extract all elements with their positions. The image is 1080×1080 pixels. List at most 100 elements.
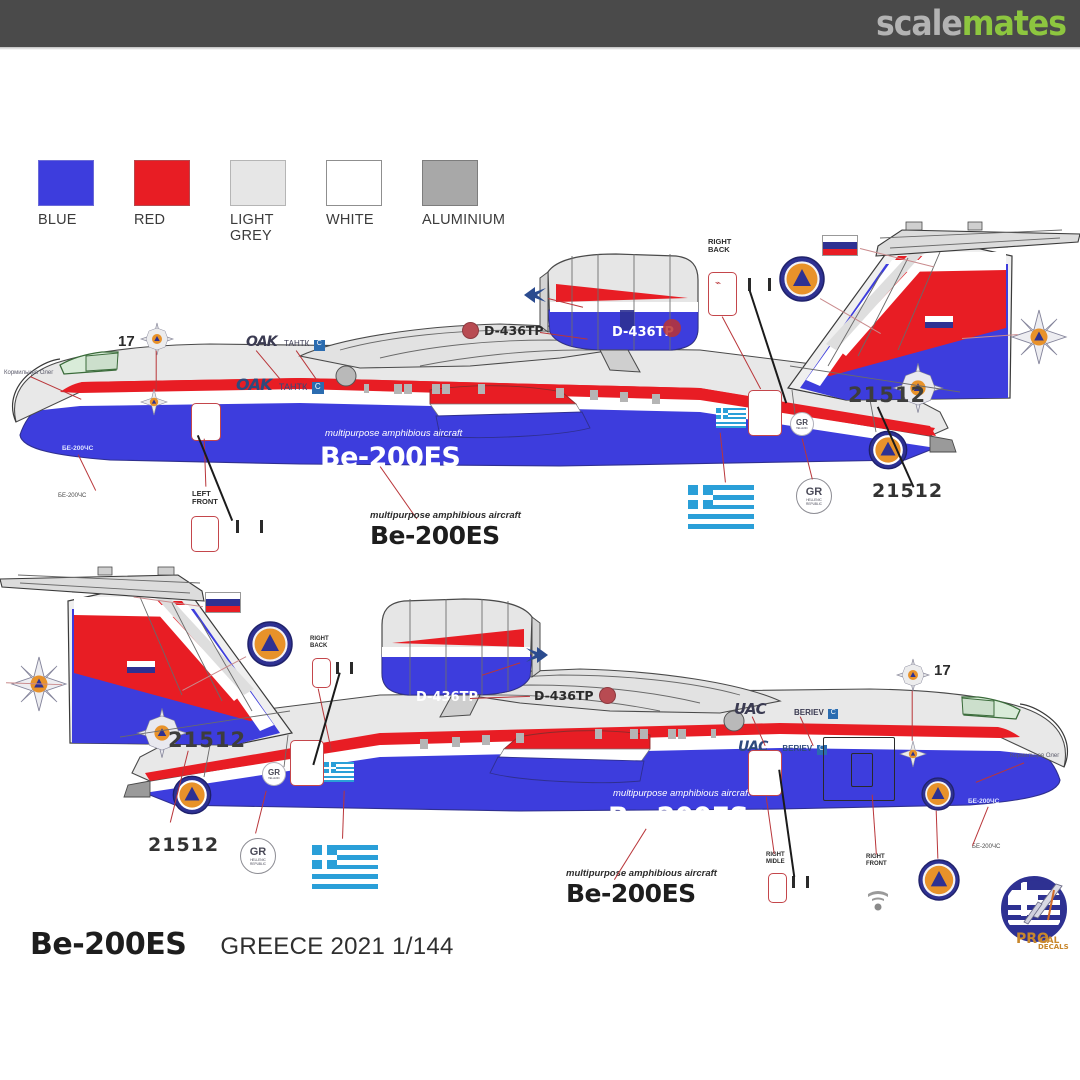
legend-label-light-grey: LIGHT GREY	[230, 212, 274, 245]
sheet-title-block: Be-200ES GREECE 2021 1/144	[30, 927, 454, 962]
nose-note-decal-upper: БЕ-200ЧС	[58, 493, 87, 499]
model-subtitle-on-hull-upper: multipurpose amphibious aircraft	[325, 428, 463, 439]
panel-line-rear	[789, 365, 961, 393]
nose-outline	[12, 358, 61, 423]
engine-decal-upper[interactable]: D-436TP	[462, 322, 544, 339]
aircraft-profile-starboard	[0, 505, 1080, 845]
scalemates-logo[interactable]: scalemates	[876, 4, 1067, 44]
greek-flag-decal-upper[interactable]	[688, 485, 754, 529]
label-right-back-lower: RIGHT BACK	[310, 636, 329, 649]
beriev-arrow-decal-lower[interactable]	[524, 646, 550, 664]
tail-ventral	[929, 435, 957, 453]
tick-rm-lower-2	[806, 876, 809, 888]
gr-decal-sheet-upper[interactable]: GR HELLENIC REPUBLIC	[796, 478, 832, 514]
vertical-tail-port	[786, 221, 1080, 470]
label-right-back-upper: RIGHT BACK	[708, 237, 732, 255]
header-shadow	[0, 47, 1080, 50]
engine-decal-emblem-lower	[598, 687, 616, 704]
registration-decal-lower[interactable]: 21512	[148, 834, 220, 856]
roundel-emercom-onnose-lower	[921, 777, 955, 811]
svg-text:PRO: PRO	[1016, 931, 1049, 947]
swatch-white	[326, 160, 382, 206]
model-name-decal-upper[interactable]: multipurpose amphibious aircraft Be-200E…	[370, 510, 521, 550]
legend-item-aluminium: ALUMINIUM	[422, 160, 506, 244]
registration-on-tail-lower: 21512	[168, 728, 247, 752]
site-header-bar	[0, 0, 1080, 47]
label-right-midle-lower: RIGHT MIDLE	[766, 852, 785, 865]
cockpit-window-2	[85, 352, 119, 372]
legend-label-aluminium: ALUMINIUM	[422, 212, 506, 228]
engine-decal-text-upper: D-436TP	[484, 323, 544, 338]
engine-decal-emblem-upper	[462, 322, 479, 339]
swatch-aluminium	[422, 160, 478, 206]
logo-uac-decal-lower: UAC	[734, 700, 767, 718]
wing-line-1	[339, 329, 611, 351]
gr-onmodel-code-upper: GR	[796, 417, 808, 427]
beriev-arrow-decal-upper[interactable]	[522, 286, 548, 304]
roundel-emercom-sheet-nose-lower[interactable]	[917, 858, 961, 902]
decal-right-front-sheet-glyph-lower[interactable]	[864, 888, 892, 912]
decal-right-back-sheet-upper[interactable]	[708, 272, 737, 316]
cabin-windows	[364, 384, 660, 404]
tick-rm-lower-1	[792, 876, 795, 888]
gr-decal-sheet-lower[interactable]: GR HELLENIC REPUBLIC	[240, 838, 276, 874]
procal-decals-logo[interactable]: PRO CAL DECALS	[998, 876, 1072, 951]
brand-text-mates: mates	[961, 4, 1067, 44]
engine-label-on-nacelle-lower: D-436TP	[416, 690, 478, 705]
registration-decal-upper[interactable]: 21512	[872, 480, 944, 502]
engine-decal-text-lower: D-436TP	[534, 688, 594, 703]
sheet-title-model: Be-200ES	[30, 927, 187, 962]
decal-right-midle-onmodel-lower	[748, 750, 782, 796]
greek-flag-onmodel-upper	[716, 408, 746, 428]
tick-rb-lower-1	[336, 662, 339, 674]
greek-flag-decal-lower[interactable]	[312, 845, 378, 889]
leader-star-nose-lower	[911, 690, 913, 741]
star-on-nose-lower	[899, 740, 927, 768]
model-name-decal-sub-lower: multipurpose amphibious aircraft	[566, 868, 717, 879]
star-decal-nose-lower[interactable]	[895, 658, 931, 692]
logo-oak-on-fuselage-upper: OAK ТАНТК C	[236, 375, 324, 395]
gr-decal-sub2-lower: REPUBLIC	[250, 861, 266, 866]
swatch-red	[134, 160, 190, 206]
decal-right-midle-sheet-lower[interactable]	[768, 873, 787, 903]
wing-line-2	[379, 339, 621, 359]
russian-flag-decal-lower[interactable]	[205, 592, 241, 613]
model-name-decal-lower[interactable]: multipurpose amphibious aircraft Be-200E…	[566, 868, 717, 908]
logo-oak-decal-upper: OAK ТАНТК C	[246, 333, 325, 351]
label-right-front-lower: RIGHT FRONT	[866, 854, 887, 867]
nose-note-lower: Кормильцев Олег	[1010, 753, 1060, 759]
decal-left-front-onmodel-upper	[191, 403, 221, 441]
gr-decal-onmodel-upper: GR HELLENIC	[790, 412, 814, 436]
russian-flag-decal-upper[interactable]	[822, 235, 858, 256]
legend-item-white: WHITE	[326, 160, 398, 244]
svg-text:D-436TP: D-436TP	[612, 325, 674, 340]
model-name-decal-sub-upper: multipurpose amphibious aircraft	[370, 510, 521, 521]
legend-item-red: RED	[134, 160, 206, 244]
swatch-blue	[38, 160, 94, 206]
svg-text:DECALS: DECALS	[1038, 943, 1069, 951]
roundel-emercom-sheet-lower[interactable]	[246, 620, 294, 668]
decal-left-front-sheet-upper[interactable]	[191, 516, 219, 552]
wing-line-3	[419, 349, 630, 367]
model-name-on-hull-upper: Be-200ES	[320, 442, 461, 473]
star-decal-sheet-upper[interactable]	[1010, 308, 1068, 366]
panel-line-rear-3	[869, 399, 877, 433]
sheet-title-subject: GREECE 2021 1/144	[220, 933, 454, 960]
hull-text-be200chs-upper: БЕ-200ЧС	[62, 445, 94, 452]
tick-right-back-2	[768, 278, 771, 291]
decal-right-back-sheet-lower[interactable]	[312, 658, 331, 688]
gr-onmodel-sub-upper: HELLENIC	[796, 426, 808, 430]
tick-left-front-1	[236, 520, 239, 533]
roundel-emercom-sheet-upper[interactable]	[778, 255, 826, 303]
nose-note-decal-lower: БЕ-200ЧС	[972, 844, 1001, 850]
model-name-decal-main-lower: Be-200ES	[566, 879, 696, 908]
engine-decal-lower[interactable]: D-436TP	[534, 687, 616, 704]
model-name-on-hull-lower: Be-200ES	[608, 802, 749, 833]
hull-text-be200chs-lower: БЕ-200ЧС	[968, 798, 1000, 805]
legend-item-blue: BLUE	[38, 160, 110, 244]
legend-label-white: WHITE	[326, 212, 374, 228]
sponson-blue	[435, 411, 591, 438]
gr-decal-onmodel-lower: GR HELLENIC	[262, 762, 286, 786]
aircraft-profile-port: D-436TP	[0, 160, 1080, 490]
